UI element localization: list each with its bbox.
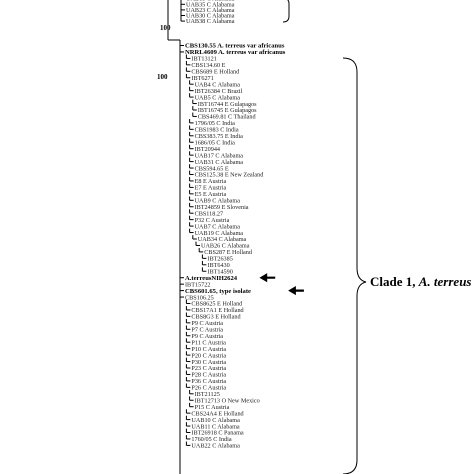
taxon-label: P20 C Austria xyxy=(191,352,226,359)
taxon-label: IBT16744 E Gulapagos xyxy=(198,101,257,108)
taxon-label: P7 C Austria xyxy=(191,327,223,334)
taxon-label: UAB11 C Alabama xyxy=(191,423,239,430)
taxon-label: CBS17A1 E Holland xyxy=(191,307,244,314)
left-arrow-icon xyxy=(288,286,304,296)
left-arrow-icon xyxy=(259,273,276,283)
taxon-label: 1686/05 C India xyxy=(195,139,235,146)
taxon-label: CBS125.38 E New Zealand xyxy=(195,172,265,179)
taxon-label: IBT14590 xyxy=(207,268,232,275)
taxon-label: IBT13121 xyxy=(191,56,216,63)
taxon-label: P15 C Austria xyxy=(195,404,230,411)
taxon-label: IBT20944 xyxy=(195,146,220,153)
top-clade-taxon-label: UAB35 C Alabama xyxy=(186,1,235,8)
taxon-label: P26 C Austria xyxy=(191,385,226,392)
taxon-label: E8 E Austria xyxy=(195,178,227,185)
taxon-label: CBS118.27 xyxy=(195,210,223,217)
clade-1-taxa: CBS130.55 A. terreus var africanusNRRL46… xyxy=(185,43,286,450)
taxon-label: 1796/05 C India xyxy=(195,120,235,127)
taxon-label: IBT26918 C Panama xyxy=(191,430,243,437)
top-clade-taxon-label: UAB15 C Alabama xyxy=(186,0,235,3)
taxon-label: IBT21125 xyxy=(195,391,220,398)
taxon-label: IBT24859 E Slovenia xyxy=(195,204,249,211)
taxon-label: CBS287 E Holland xyxy=(204,249,253,256)
taxon-label: CBS1983 C India xyxy=(195,127,239,134)
highlighted-taxon-label: CBS601.65, type isolate xyxy=(185,288,251,295)
taxon-label: UAB17 C Alabama xyxy=(195,152,244,159)
top-clade-taxa: UAB17 C AlabamaUAB20 C AlabamaUAB15 C Al… xyxy=(186,0,235,25)
taxon-label: IBT12713 O New Mexico xyxy=(195,397,260,404)
taxon-label: CBS383.75 E India xyxy=(195,133,244,140)
taxon-label: UAB19 C Alabama xyxy=(195,230,244,237)
taxon-label: CBS24A4 E Holland xyxy=(191,410,244,417)
taxon-label: CBS689 E Holland xyxy=(191,69,240,76)
clade-1-label: Clade 1, A. terreus xyxy=(370,274,471,289)
taxon-label: UAB4 C Alabama xyxy=(195,81,241,88)
taxon-label: UAB7 C Alabama xyxy=(195,223,241,230)
taxon-label: UAB9 C Alabama xyxy=(195,198,241,205)
taxon-label: P23 C Austria xyxy=(191,365,226,372)
top-clade-taxon-label: UAB23 C Alabama xyxy=(186,7,235,14)
taxon-label: P36 C Austria xyxy=(191,378,226,385)
taxon-label: UAB26 C Alabama xyxy=(201,243,250,250)
clade-1-species: A. terreus xyxy=(418,274,472,289)
taxon-label: UAB5 C Alabama xyxy=(195,94,241,101)
highlighted-taxon-label: CBS130.55 A. terreus var africanus xyxy=(185,43,285,50)
highlighted-taxon-label: A.terreusNIH2624 xyxy=(185,275,238,282)
taxon-label: P32 C Austria xyxy=(195,217,230,224)
top-clade-taxon-label: UAB38 C Alabama xyxy=(186,18,235,25)
taxon-label: IBT26385 xyxy=(207,256,232,263)
bootstrap-value-clade-1: 100 xyxy=(157,73,168,81)
taxon-label: IBT15722 xyxy=(185,281,210,288)
taxon-label: CBS106.25 xyxy=(185,294,214,301)
taxon-label: CBS8G3 E Holland xyxy=(191,314,241,321)
taxon-label: CBS594.65 E xyxy=(195,165,229,172)
taxon-label: P9 C Austria xyxy=(191,320,223,327)
tree-branches xyxy=(167,0,207,474)
highlighted-taxon-label: NRRL4609 A. terreus var africanus xyxy=(185,49,286,56)
taxon-label: IBT6430 xyxy=(207,262,229,269)
top-clade-brace xyxy=(282,0,290,23)
taxon-label: P9 C Austria xyxy=(191,333,223,340)
taxon-label: 1760/05 C India xyxy=(191,436,231,443)
taxon-label: CBS8625 E Holland xyxy=(191,301,243,308)
taxon-label: UAB31 C Alabama xyxy=(195,159,244,166)
taxon-label: CBS469.81 C Thailand xyxy=(198,114,257,121)
taxon-label: UAB10 C Alabama xyxy=(191,417,240,424)
taxon-label: IBT16745 E Gulapagos xyxy=(198,107,257,114)
taxon-label: P30 C Austria xyxy=(191,359,226,366)
taxon-label: CBS134.60 E xyxy=(191,62,225,69)
taxon-label: IBT6271 xyxy=(191,75,213,82)
taxon-label: IBT26384 C Brazil xyxy=(195,88,243,95)
taxon-label: UAB34 C Alabama xyxy=(198,236,247,243)
taxon-label: UAB22 C Alabama xyxy=(191,443,240,450)
clade-1-brace xyxy=(342,57,367,474)
bootstrap-value-top: 100 xyxy=(160,24,171,32)
highlight-arrows xyxy=(259,273,304,296)
taxon-label: P11 C Austria xyxy=(191,339,226,346)
top-clade-taxon-label: UAB30 C Alabama xyxy=(186,13,235,20)
taxon-label: P10 C Austria xyxy=(191,346,226,353)
taxon-label: P28 C Austria xyxy=(191,372,226,379)
taxon-label: E7 E Austria xyxy=(195,185,227,192)
taxon-label: E5 E Austria xyxy=(195,191,227,198)
